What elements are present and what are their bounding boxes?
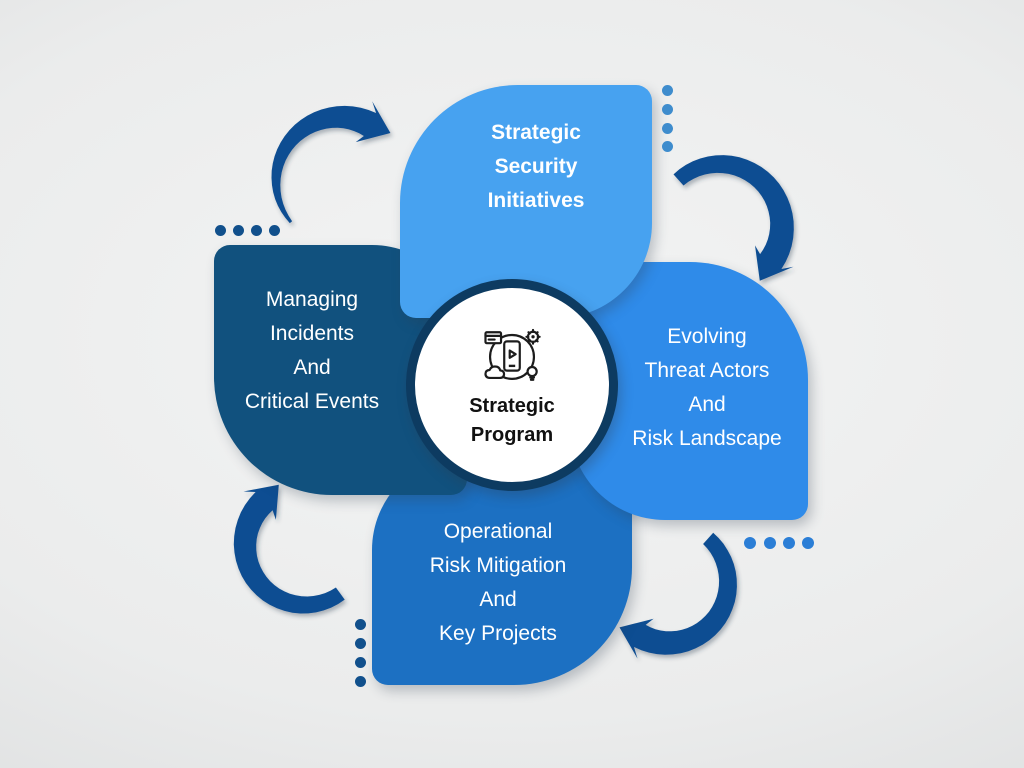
petal-label-line: Operational bbox=[443, 520, 553, 543]
dot bbox=[661, 122, 673, 134]
petal-label-line: Critical Events bbox=[244, 390, 380, 413]
center-title-line-2: Program bbox=[470, 424, 554, 446]
arrow-bottom-to-left bbox=[233, 484, 345, 614]
dot bbox=[250, 224, 262, 236]
dot bbox=[354, 637, 366, 649]
dot bbox=[354, 618, 366, 630]
dot bbox=[764, 537, 776, 549]
petal-label-line: Initiatives bbox=[487, 189, 585, 212]
dot bbox=[802, 537, 814, 549]
petal-label-line: Risk Mitigation bbox=[429, 554, 567, 577]
connected-device-cycle-icon bbox=[484, 328, 541, 381]
dot bbox=[783, 537, 795, 549]
arrow-left-to-top bbox=[271, 101, 391, 224]
petal-label-line: Strategic bbox=[491, 121, 581, 144]
dot bbox=[232, 224, 244, 236]
dot bbox=[214, 224, 226, 236]
petal-label-line: Incidents bbox=[269, 322, 355, 345]
petal-label-line: Threat Actors bbox=[644, 359, 770, 382]
petal-label-line: Risk Landscape bbox=[632, 427, 782, 450]
arrow-top-to-right bbox=[673, 155, 794, 281]
dot bbox=[744, 537, 756, 549]
dot bbox=[268, 224, 280, 236]
center-title-line-1: Strategic bbox=[469, 395, 555, 417]
dot bbox=[661, 103, 673, 115]
center-hub: Strategic Program bbox=[406, 279, 618, 491]
petal-label-line: And bbox=[293, 356, 331, 379]
petal-label-line: Key Projects bbox=[439, 622, 557, 645]
petal-label-line: Security bbox=[494, 155, 578, 178]
dot bbox=[354, 656, 366, 668]
petal-label-line: Managing bbox=[265, 288, 359, 311]
petal-label-line: And bbox=[479, 588, 517, 611]
dot bbox=[661, 140, 673, 152]
petal-label-line: And bbox=[688, 393, 726, 416]
dot bbox=[354, 675, 366, 687]
dot bbox=[661, 84, 673, 96]
arrow-right-to-bottom bbox=[619, 532, 737, 659]
petal-label-line: Evolving bbox=[667, 325, 747, 348]
